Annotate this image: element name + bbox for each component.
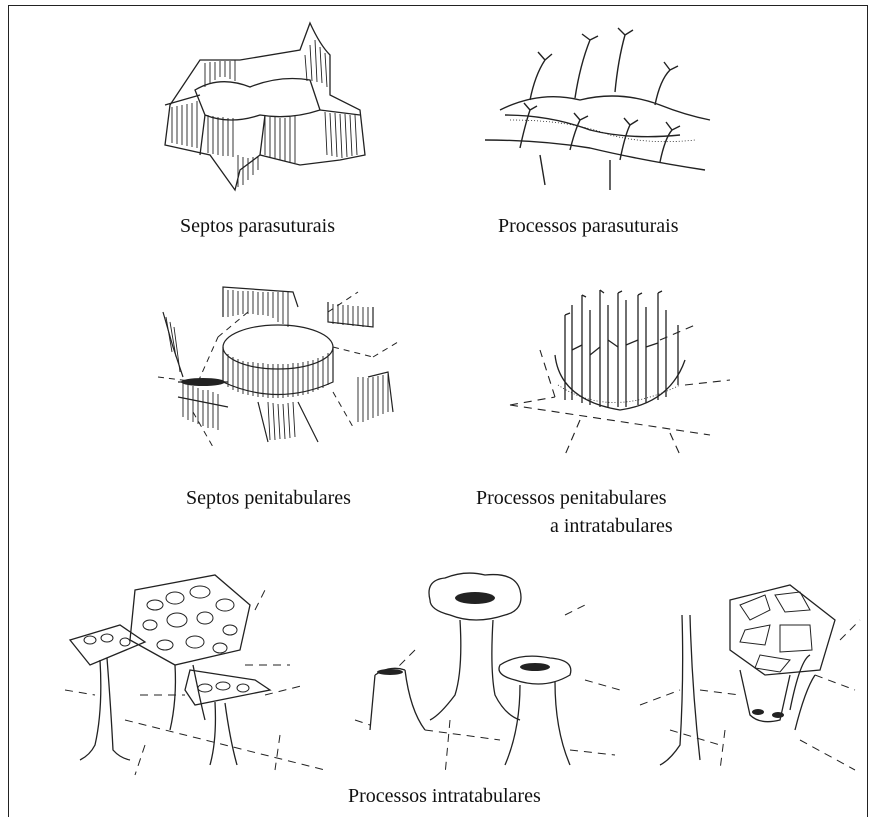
processos-parasuturais-drawing bbox=[480, 20, 730, 190]
processos-intratabulares-right-drawing bbox=[640, 580, 865, 775]
caption-processos-parasuturais: Processos parasuturais bbox=[498, 214, 679, 238]
septos-penitabulares-drawing bbox=[158, 282, 398, 452]
caption-septos-penitabulares: Septos penitabulares bbox=[186, 486, 351, 510]
processos-penitabulares-drawing bbox=[500, 285, 730, 455]
septos-parasuturais-drawing bbox=[160, 15, 390, 195]
processos-intratabulares-left-drawing bbox=[65, 570, 335, 775]
caption-processos-penitabulares-line1: Processos penitabulares bbox=[476, 486, 667, 510]
caption-processos-intratabulares: Processos intratabulares bbox=[348, 784, 541, 808]
caption-processos-penitabulares-line2: a intratabulares bbox=[550, 514, 673, 538]
caption-septos-parasuturais: Septos parasuturais bbox=[180, 214, 335, 238]
processos-intratabulares-center-drawing bbox=[355, 570, 625, 775]
